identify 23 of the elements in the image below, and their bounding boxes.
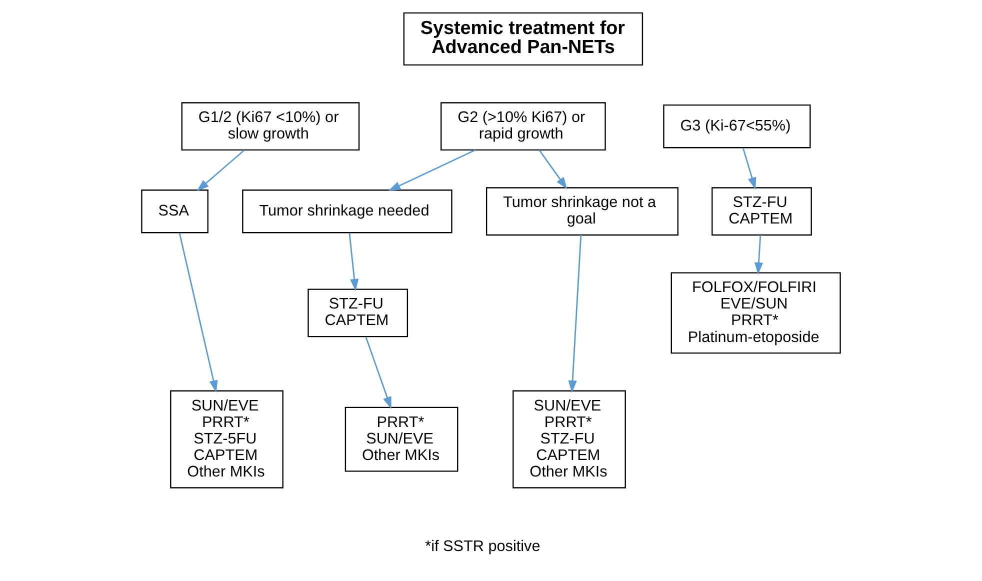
node-box: Systemic treatment for Advanced Pan-NETs [403, 12, 644, 66]
arrow [568, 234, 582, 393]
node-box: FOLFOX/FOLFIRI EVE/SUN PRRT* Platinum-etoposide [670, 272, 841, 354]
arrow [348, 233, 359, 292]
arrow [742, 148, 756, 190]
node-box: PRRT* SUN/EVE Other MKIs [344, 406, 458, 472]
node-box: STZ-FU CAPTEM [308, 288, 408, 338]
arrow [196, 150, 245, 192]
node-box: G2 (>10% Ki67) or rapid growth [440, 102, 606, 151]
label: *if SSTR positive [425, 538, 540, 555]
node-box: Tumor shrinkage not a goal [486, 187, 678, 236]
node-box: G3 (Ki-67<55%) [663, 104, 811, 148]
node-box: Tumor shrinkage needed [242, 190, 452, 234]
arrow [538, 150, 568, 190]
arrow [178, 232, 218, 393]
node-box: SSA [141, 190, 208, 234]
arrow [388, 149, 476, 191]
node-box: STZ-FU CAPTEM [712, 187, 812, 236]
node-box: SUN/EVE PRRT* STZ-FU CAPTEM Other MKIs [512, 390, 626, 488]
arrow [754, 235, 764, 275]
node-box: G1/2 (Ki67 <10%) or slow growth [181, 102, 360, 151]
arrow [365, 336, 392, 410]
node-box: SUN/EVE PRRT* STZ-5FU CAPTEM Other MKIs [170, 390, 284, 488]
